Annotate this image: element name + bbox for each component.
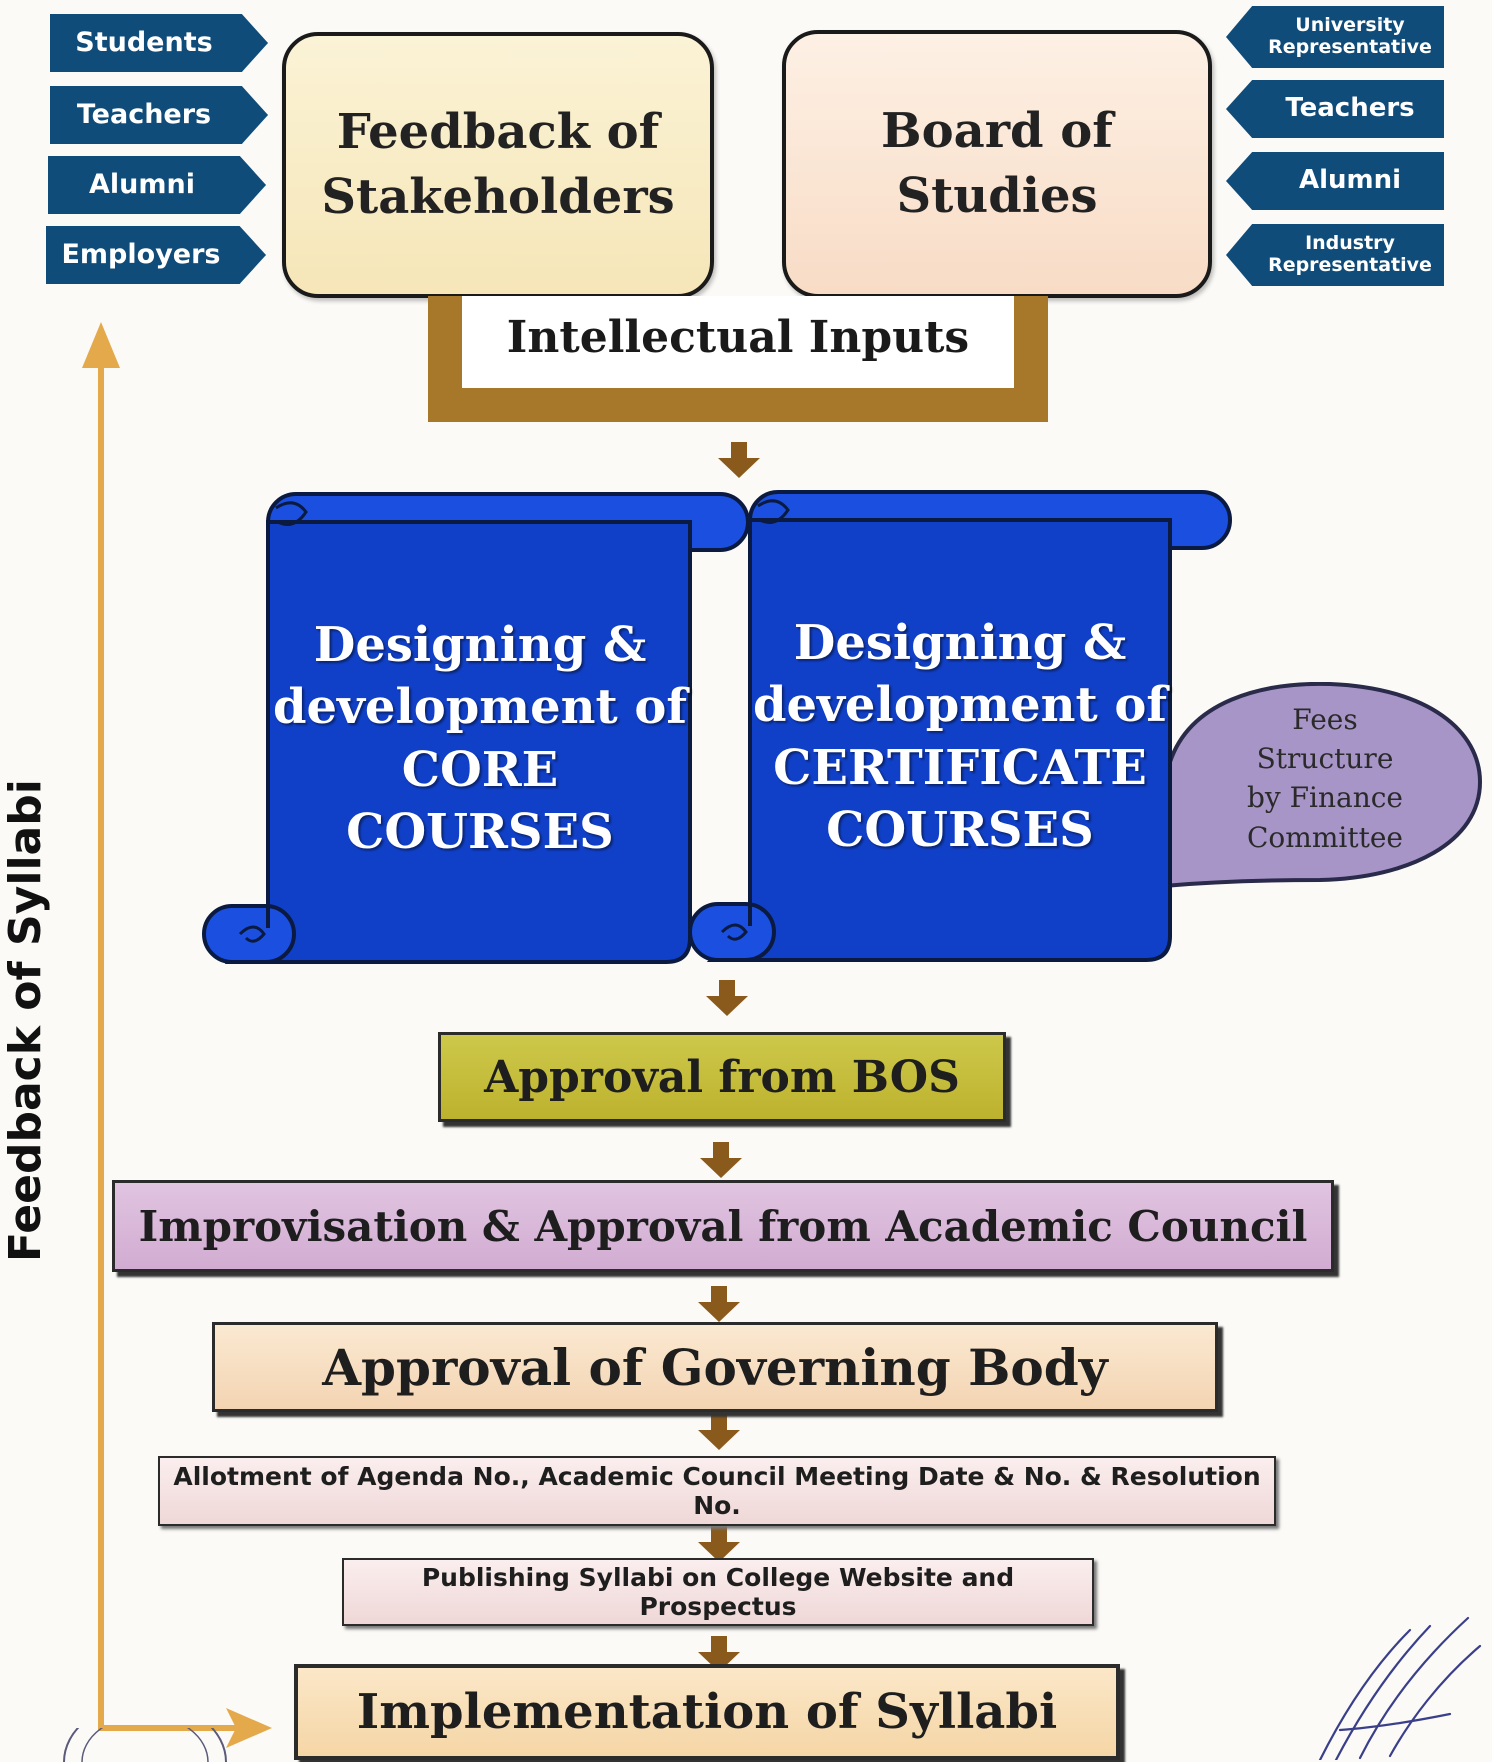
certificate-line-3: CERTIFICATE xyxy=(773,739,1147,796)
core-courses-text: Designing & development of CORE COURSES xyxy=(270,614,690,864)
feedback-of-stakeholders-box: Feedback of Stakeholders xyxy=(282,32,714,298)
bos-tag-industry-representative: Industry Representative xyxy=(1226,224,1444,286)
fees-callout-text: Fees Structure by Finance Committee xyxy=(1210,700,1440,857)
step-agenda-allotment: Allotment of Agenda No., Academic Counci… xyxy=(158,1456,1276,1526)
step-academic-council-approval: Improvisation & Approval from Academic C… xyxy=(112,1180,1334,1272)
certificate-courses-text: Designing & development of CERTIFICATE C… xyxy=(752,612,1168,862)
bos-tag-alumni: Alumni xyxy=(1226,152,1444,210)
feedback-of-syllabi-label: Feedback of Syllabi xyxy=(0,779,51,1262)
intellectual-inputs-bracket xyxy=(428,296,1048,422)
fees-callout-line-4: Committee xyxy=(1247,820,1403,854)
bos-tag-university-representative: University Representative xyxy=(1226,6,1444,68)
handwritten-signature xyxy=(1318,1616,1482,1760)
step-implementation-of-syllabi: Implementation of Syllabi xyxy=(294,1664,1120,1760)
certificate-courses-scroll xyxy=(688,490,1232,962)
flow-arrow-6 xyxy=(698,1526,740,1562)
core-line-2: development of xyxy=(272,679,688,736)
certificate-line-1: Designing & xyxy=(793,615,1127,671)
certificate-line-4: COURSES xyxy=(826,802,1094,859)
core-line-4: COURSES xyxy=(346,804,614,861)
flow-arrow-3 xyxy=(700,1142,742,1178)
intellectual-inputs-label: Intellectual Inputs xyxy=(506,312,970,363)
flow-arrow-7 xyxy=(698,1636,740,1672)
fees-callout-line-1: Fees xyxy=(1292,703,1358,736)
stakeholder-tag-students: Students xyxy=(50,14,268,72)
bos-tag-teachers: Teachers xyxy=(1226,80,1444,138)
flow-arrow-2 xyxy=(706,980,748,1016)
stakeholder-tag-employers: Employers xyxy=(46,226,266,284)
fees-callout-line-3: by Finance xyxy=(1246,781,1404,815)
core-line-1: Designing & xyxy=(313,617,647,673)
step-governing-body-approval: Approval of Governing Body xyxy=(212,1322,1218,1412)
step-approval-from-bos: Approval from BOS xyxy=(438,1032,1006,1122)
fees-callout-line-2: Structure xyxy=(1256,742,1394,776)
stakeholder-tag-teachers: Teachers xyxy=(50,86,268,144)
certificate-line-2: development of xyxy=(752,677,1168,734)
flow-arrow-5 xyxy=(698,1414,740,1450)
core-line-3: CORE xyxy=(401,741,559,798)
college-seal-stamp xyxy=(63,1728,227,1762)
flow-arrow-4 xyxy=(698,1286,740,1322)
step-publishing-syllabi: Publishing Syllabi on College Website an… xyxy=(342,1558,1094,1626)
flow-arrow-1 xyxy=(718,442,760,478)
board-of-studies-box: Board of Studies xyxy=(782,30,1212,298)
stakeholder-tag-alumni: Alumni xyxy=(48,156,266,214)
core-courses-scroll xyxy=(202,492,750,964)
